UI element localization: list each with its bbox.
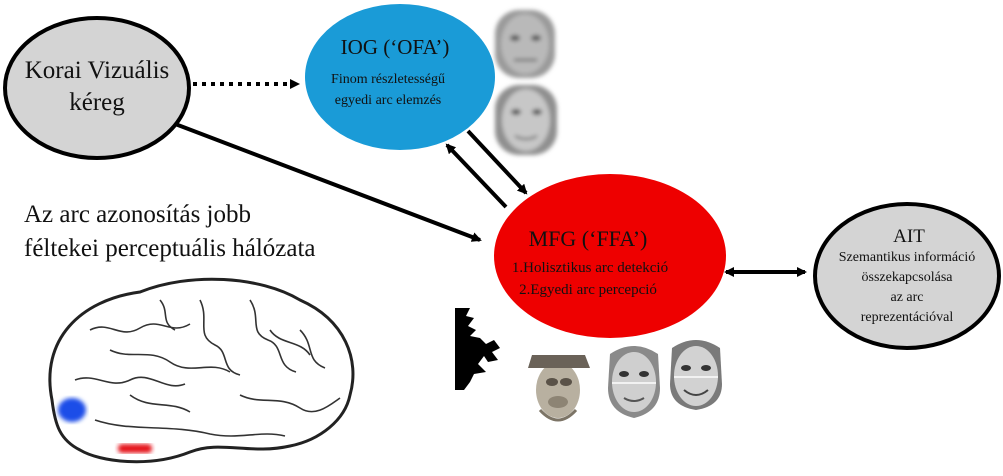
ait-line-2: összekapcsolása xyxy=(862,270,954,285)
iog-node xyxy=(305,4,495,150)
iog-line-2: egyedi arc elemzés xyxy=(335,93,442,108)
brain-illustration xyxy=(48,277,355,464)
iog-line-1: Finom részletességű xyxy=(331,72,445,87)
diagram-caption: Az arc azonosítás jobb féltekei perceptu… xyxy=(24,198,384,266)
mooney-face-image xyxy=(455,308,500,390)
caption-line-2: féltekei perceptuális hálózata xyxy=(24,235,316,262)
mfg-line-2: 2.Egyedi arc percepció xyxy=(519,282,657,298)
mfg-title: MFG (‘FFA’) xyxy=(529,226,648,251)
arcimboldo-painting-image xyxy=(528,355,590,422)
early-visual-node xyxy=(3,16,191,160)
ait-title: AIT xyxy=(893,226,925,247)
brain-region-red-ffa xyxy=(118,444,152,453)
arrow-mfg-to-iog xyxy=(445,143,508,209)
face-photo-right xyxy=(670,340,722,410)
arrow-early-to-mfg xyxy=(169,120,482,242)
iog-title: IOG (‘OFA’) xyxy=(341,35,450,59)
ait-line-4: reprezentációval xyxy=(861,310,954,325)
blurred-face-image-top xyxy=(495,10,555,78)
early-visual-label-2: kéreg xyxy=(69,89,125,116)
caption-line-1: Az arc azonosítás jobb xyxy=(24,201,252,228)
early-visual-label-1: Korai Vizuális xyxy=(25,57,170,84)
ait-line-3: az arc xyxy=(890,290,923,305)
arrows xyxy=(169,79,807,277)
mfg-node xyxy=(494,174,726,338)
arrow-iog-to-mfg xyxy=(466,129,528,195)
ait-line-1: Szemantikus információ xyxy=(839,250,975,265)
ait-node xyxy=(813,202,1001,350)
blurred-face-image-bottom xyxy=(495,85,557,155)
brain-region-blue-ofa xyxy=(58,398,86,422)
face-photo-left xyxy=(608,346,660,418)
mfg-line-1: 1.Holisztikus arc detekció xyxy=(512,260,668,276)
